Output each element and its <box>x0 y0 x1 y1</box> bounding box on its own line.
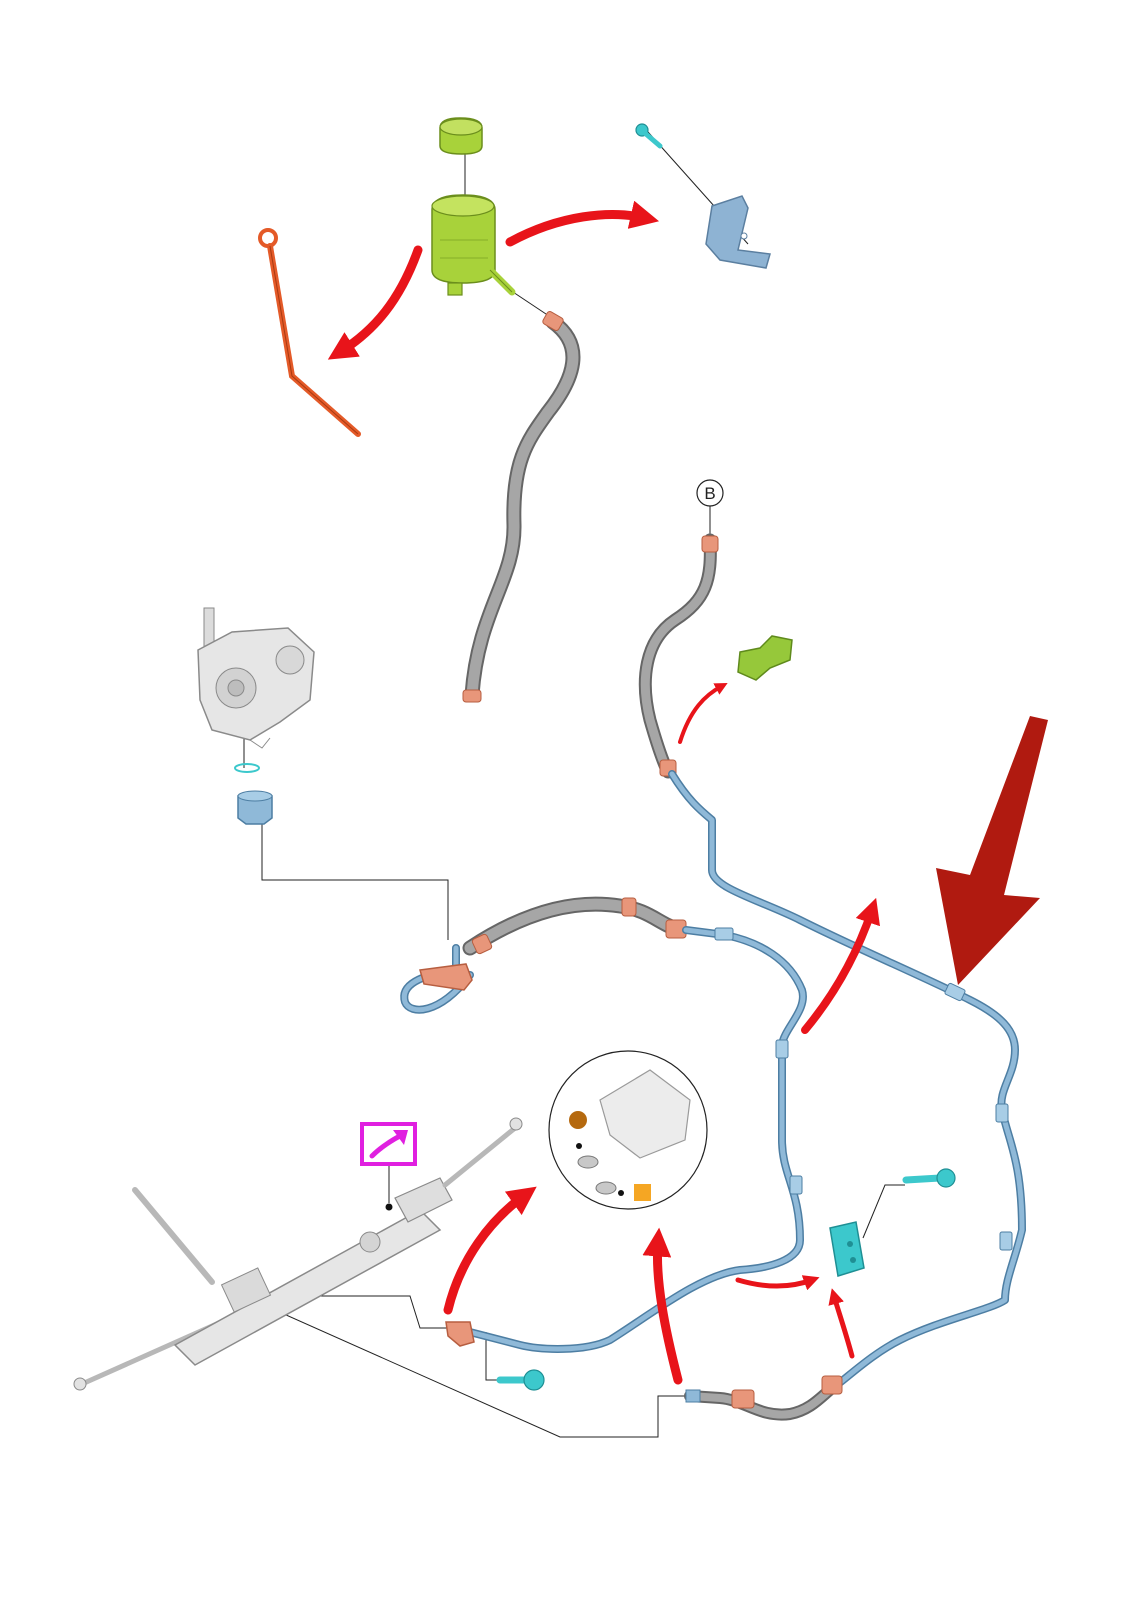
red-arrows <box>327 200 880 1385</box>
pump-feed-hose <box>462 896 688 956</box>
steering-rack-icon <box>73 1117 523 1391</box>
rack-return-hose <box>684 1375 843 1421</box>
bolt-icon-lower <box>496 1369 545 1391</box>
o-ring-icon <box>234 763 260 773</box>
arrow-indicator-icon <box>360 1122 417 1211</box>
reservoir-return-hose <box>462 311 581 703</box>
dipstick-rod-icon <box>258 228 361 437</box>
callout-b-label: B <box>704 484 715 503</box>
return-pipe-blue <box>668 770 1026 1394</box>
brown-marker-icon <box>569 1111 587 1129</box>
callout-b: B <box>696 479 724 507</box>
pipe-loop-bracket <box>400 944 474 1014</box>
bolt-icon-right <box>902 1168 956 1188</box>
pump-fitting-icon <box>237 790 273 825</box>
power-steering-pump-icon <box>197 607 315 749</box>
reservoir-icon <box>431 194 516 296</box>
reservoir-cap-icon <box>439 117 483 155</box>
reservoir-bracket-icon <box>705 195 771 269</box>
pressure-hose-b <box>638 533 719 779</box>
pressure-pipe-blue <box>445 926 807 1353</box>
bolt-icon <box>635 123 663 149</box>
hose-clip-icon <box>737 635 793 681</box>
orange-marker-icon <box>634 1184 651 1201</box>
big-direction-arrow <box>936 716 1048 985</box>
detail-inset <box>548 1050 708 1210</box>
connector-block-icon <box>829 1221 865 1277</box>
